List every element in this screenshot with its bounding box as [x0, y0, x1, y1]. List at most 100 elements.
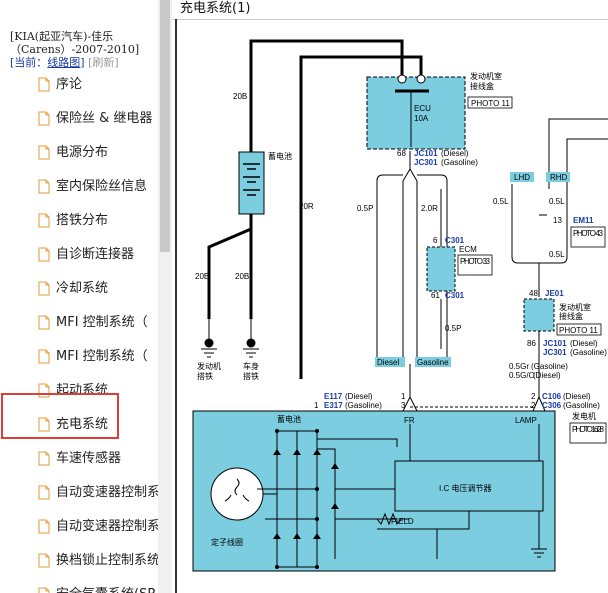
svg-text:C301: C301 [445, 291, 465, 300]
e117-label: E117 [324, 392, 343, 401]
svg-text:JC101: JC101 [543, 339, 567, 348]
svg-text:(Gasoline): (Gasoline) [563, 401, 600, 410]
wire-20b-ground1 [207, 214, 253, 319]
current-link[interactable]: 线路图 [47, 56, 81, 69]
sidebar-item[interactable]: 室内保险丝信息 [0, 170, 158, 204]
body-ground-label: 车身 [243, 361, 259, 371]
svg-text:(Diesel): (Diesel) [345, 392, 373, 401]
ecu-fuse-rating: 10A [414, 114, 429, 123]
sidebar-item[interactable]: 自动变速器控制系 [0, 510, 158, 544]
wire-20r2-label: 2.0R [421, 204, 438, 213]
sidebar-item[interactable]: 换档锁止控制系统 [0, 544, 158, 578]
engine-box-label: 发动机室 [470, 71, 502, 81]
rhd-tag: RHD [550, 173, 568, 182]
sidebar-item[interactable]: 自动变速器控制系 [0, 476, 158, 510]
svg-text:(Gasoline): (Gasoline) [345, 401, 382, 410]
photo11-label: PHOTO 11 [471, 99, 510, 108]
sidebar-item-label: 自动变速器控制系 [56, 485, 158, 500]
vehicle-title-line1: [KIA(起亚汽车)-佳乐 [10, 30, 114, 43]
svg-text:1: 1 [314, 401, 319, 410]
document-icon [38, 553, 50, 568]
ic-regulator [394, 460, 544, 512]
wire-05go-label: 0.5G/O [509, 371, 535, 380]
lamp-terminal: LAMP [515, 416, 537, 425]
sidebar-item[interactable]: 电源分布 [0, 136, 158, 170]
ecm-label: ECM [459, 245, 477, 254]
jc101-label: JC101 [414, 149, 438, 158]
junction-box-label: 接线盒 [470, 81, 494, 91]
svg-text:(Diesel): (Diesel) [441, 149, 469, 158]
document-icon [38, 315, 50, 330]
battery-label: 蓄电池 [268, 151, 292, 161]
svg-text:13: 13 [553, 216, 562, 225]
alt-battery-label: 蓄电池 [277, 414, 301, 424]
selection-highlight [1, 393, 119, 439]
wire-20r [299, 55, 423, 379]
field-label: FIELD [391, 517, 414, 526]
title-bar: 充电系统(1) [172, 0, 608, 20]
sidebar-item-label: MFI 控制系统（ [56, 315, 148, 330]
wiring-diagram: ECU 10A 发动机室 接线盒 PHOTO 11 蓄电池 20B 20B 20… [192, 39, 608, 572]
sidebar-item[interactable]: 冷却系统 [0, 272, 158, 306]
sidebar-item[interactable]: 安全气囊系统(SR [0, 578, 158, 593]
sidebar-item-label: 换档锁止控制系统 [56, 553, 158, 568]
current-location: [当前：线路图] [刷新] [10, 56, 160, 70]
sidebar-item-label: 充电系统 [56, 417, 109, 432]
svg-text:(Gasoline): (Gasoline) [531, 362, 568, 371]
ic-regulator-label: I.C 电压调节器 [439, 483, 491, 493]
sidebar-item[interactable]: MFI 控制系统（ [0, 306, 158, 340]
sidebar: [KIA(起亚汽车)-佳乐 （Carens）-2007-2010] [当前：线路… [0, 0, 172, 593]
wire-20b-top [249, 39, 404, 167]
alternator-label: 发电机 [572, 411, 596, 421]
wire-20b-label: 20B [233, 92, 247, 101]
sidebar-scrollbar[interactable] [158, 0, 172, 593]
fr-terminal: FR [404, 416, 415, 425]
sidebar-item[interactable]: 搭铁分布 [0, 204, 158, 238]
svg-text:(Diesel): (Diesel) [563, 392, 591, 401]
sidebar-header: [KIA(起亚汽车)-佳乐 （Carens）-2007-2010] [当前：线路… [10, 30, 160, 70]
svg-text:(Gasoline): (Gasoline) [570, 348, 607, 357]
c301-label: C301 [445, 236, 465, 245]
je01-label: JE01 [545, 289, 564, 298]
battery-symbol [238, 151, 265, 215]
sidebar-item[interactable]: 保险丝 & 继电器 [0, 102, 158, 136]
sidebar-item-label: 保险丝 & 继电器 [56, 111, 153, 126]
svg-text:6: 6 [433, 236, 438, 245]
sidebar-item[interactable]: 序论 [0, 68, 158, 102]
je01-box [523, 298, 555, 332]
c106-label: C106 [542, 392, 562, 401]
fuse-box-ecu [366, 76, 466, 150]
sidebar-item-label: 自动变速器控制系 [56, 519, 158, 534]
document-icon [38, 111, 50, 126]
document-icon [38, 451, 50, 466]
wire-05p-label: 0.5P [357, 204, 373, 213]
diesel-tag: Diesel [377, 358, 399, 367]
sidebar-item-label: 搭铁分布 [56, 213, 109, 228]
pin-68: 68 [397, 149, 406, 158]
sidebar-item-label: 安全气囊系统(SR [56, 586, 156, 593]
sidebar-item[interactable]: 自诊断连接器 [0, 238, 158, 272]
current-prefix: [当前： [10, 56, 48, 69]
document-icon [38, 417, 50, 432]
svg-text:PHOTO 11: PHOTO 11 [559, 326, 598, 335]
sidebar-item[interactable]: 充电系统 [0, 408, 158, 442]
main-panel: 充电系统(1) [172, 0, 608, 593]
sidebar-item[interactable]: MFI 控制系统（ [0, 340, 158, 374]
sidebar-item-label: MFI 控制系统（ [56, 349, 148, 364]
sidebar-item-label: 冷却系统 [56, 281, 109, 296]
refresh-link[interactable]: [刷新] [88, 56, 119, 69]
svg-text:0.5P: 0.5P [445, 324, 461, 333]
diagram-frame: ECU 10A 发动机室 接线盒 PHOTO 11 蓄电池 20B 20B 20… [175, 19, 608, 593]
sidebar-item-label: 室内保险丝信息 [56, 179, 148, 194]
ecm-box [426, 246, 456, 292]
stator-coil [210, 467, 264, 521]
wire-05l-label-2: 0.5L [549, 197, 565, 206]
sidebar-item[interactable]: 车速传感器 [0, 442, 158, 476]
gasoline-tag: Gasoline [417, 358, 449, 367]
em11-label: EM11 [573, 216, 594, 225]
engine-ground-label: 发动机 [197, 361, 221, 371]
scrollbar-thumb[interactable] [160, 0, 170, 252]
document-icon [38, 213, 50, 228]
svg-text:2: 2 [531, 392, 536, 401]
svg-text:86: 86 [527, 339, 536, 348]
